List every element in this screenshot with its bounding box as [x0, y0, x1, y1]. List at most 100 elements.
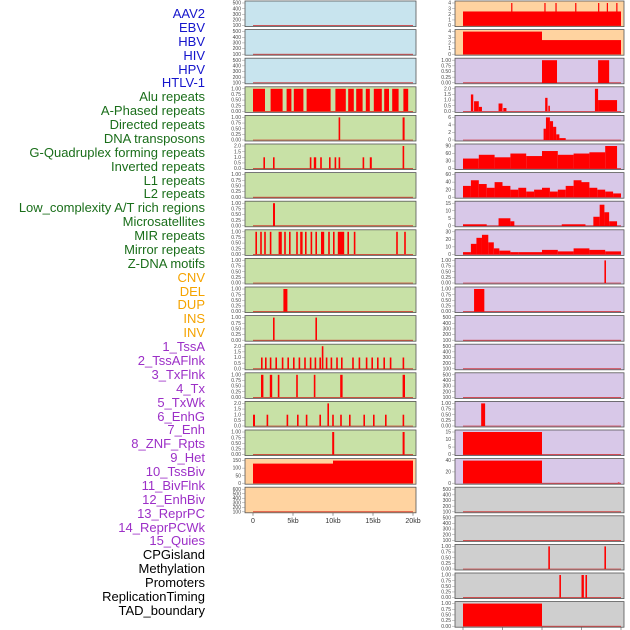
- data-bar: [526, 191, 535, 198]
- data-bar: [593, 216, 600, 226]
- track-panel: [454, 343, 625, 371]
- y-tick-label: 0.50: [231, 126, 241, 132]
- y-tick-label: 400: [233, 6, 242, 12]
- data-bar: [297, 414, 299, 426]
- y-tick-label: 400: [443, 349, 452, 355]
- data-bar: [402, 146, 405, 169]
- data-bar: [463, 185, 471, 198]
- y-tick-label: 200: [233, 18, 242, 24]
- data-bar: [389, 357, 392, 369]
- data-bar: [336, 357, 338, 369]
- y-tick-label: 0.75: [231, 321, 241, 327]
- data-bar: [478, 106, 482, 112]
- data-bar: [589, 249, 606, 255]
- y-tick-label: 1.00: [441, 544, 451, 550]
- y-tick-label: 1.00: [231, 315, 241, 321]
- track-label: 5_TxWk: [157, 394, 205, 410]
- data-bar: [510, 153, 527, 169]
- y-tick-label: 6: [448, 115, 451, 121]
- data-bar: [321, 346, 324, 369]
- data-bar: [269, 357, 272, 369]
- track-label: 14_ReprPCWk: [118, 519, 205, 535]
- data-bar: [352, 357, 354, 369]
- y-tick-label: 0.25: [231, 275, 241, 281]
- data-bar: [338, 117, 341, 140]
- track-label: 13_ReprPC: [137, 505, 205, 521]
- data-bar: [315, 231, 317, 255]
- track-label: L2 repeats: [143, 186, 205, 202]
- data-bar: [544, 3, 546, 26]
- y-tick-label: 2: [448, 130, 451, 136]
- data-bar: [605, 146, 618, 169]
- data-bar: [573, 153, 590, 169]
- y-tick-label: 0.75: [231, 264, 241, 270]
- y-tick-label: 0.50: [231, 384, 241, 390]
- y-tick-label: 0.0: [234, 366, 241, 372]
- y-tick-label: 1.0: [444, 98, 451, 104]
- data-bar: [281, 357, 284, 369]
- y-tick-label: 1.00: [231, 258, 241, 264]
- data-bar: [356, 88, 363, 112]
- x-tick-label: 10kb: [325, 518, 340, 525]
- data-bar: [286, 88, 292, 112]
- y-tick-label: 400: [233, 496, 242, 502]
- track-panel: [244, 343, 417, 371]
- y-tick-label: 2: [448, 41, 451, 47]
- track-panel: [244, 400, 417, 428]
- data-bar: [296, 374, 298, 398]
- y-tick-label: 0.25: [441, 275, 451, 281]
- y-tick-label: 0: [448, 452, 451, 458]
- y-tick-label: 0: [448, 138, 451, 144]
- y-tick-label: 0.50: [441, 69, 451, 75]
- y-tick-label: 1: [448, 46, 451, 52]
- data-bar: [270, 88, 283, 112]
- track-label: MIR repeats: [134, 228, 205, 244]
- y-tick-label: 0.50: [441, 269, 451, 275]
- y-tick-label: 0.5: [444, 103, 451, 109]
- y-tick-label: 4: [448, 123, 451, 129]
- track-label: Alu repeats: [139, 89, 205, 105]
- y-tick-label: 60: [445, 151, 451, 157]
- y-tick-label: 0.25: [231, 132, 241, 138]
- y-tick-label: 0.75: [441, 578, 451, 584]
- track-label: INV: [183, 325, 205, 341]
- y-tick-label: 400: [443, 521, 452, 527]
- y-tick-label: 0.50: [231, 441, 241, 447]
- track-label: AAV2: [172, 6, 205, 21]
- track-label: HTLV-1: [161, 75, 205, 91]
- data-bar: [264, 231, 266, 255]
- data-bar: [265, 357, 267, 369]
- data-bar: [463, 252, 471, 255]
- y-tick-label: 200: [443, 389, 452, 395]
- data-bar: [581, 575, 584, 598]
- track-panel: [244, 0, 417, 28]
- data-bar: [604, 212, 610, 226]
- data-bar: [575, 3, 577, 26]
- y-tick-label: 0.75: [231, 206, 241, 212]
- y-tick-label: 1.00: [231, 115, 241, 121]
- data-bar: [463, 158, 479, 169]
- y-tick-label: 0.25: [231, 103, 241, 109]
- data-bar: [518, 187, 527, 198]
- y-tick-label: 0.75: [441, 607, 451, 613]
- y-tick-label: 0.00: [231, 281, 241, 287]
- y-tick-label: 200: [233, 505, 242, 511]
- y-tick-label: 200: [233, 46, 242, 52]
- y-tick-label: 2.0: [444, 86, 451, 92]
- y-tick-label: 500: [233, 1, 242, 7]
- y-tick-label: 1.00: [231, 229, 241, 235]
- data-bar: [559, 138, 566, 140]
- data-bar: [488, 242, 494, 255]
- y-tick-label: 0.0: [234, 166, 241, 172]
- data-bar: [273, 203, 275, 226]
- y-tick-label: 100: [233, 466, 242, 472]
- data-bar: [286, 414, 289, 426]
- data-bar: [384, 88, 389, 112]
- y-tick-label: 5: [448, 216, 451, 222]
- data-bar: [309, 357, 312, 369]
- y-tick-label: 300: [233, 500, 242, 506]
- data-bar: [319, 357, 321, 369]
- track-panel: [454, 572, 625, 600]
- data-bar: [253, 88, 265, 112]
